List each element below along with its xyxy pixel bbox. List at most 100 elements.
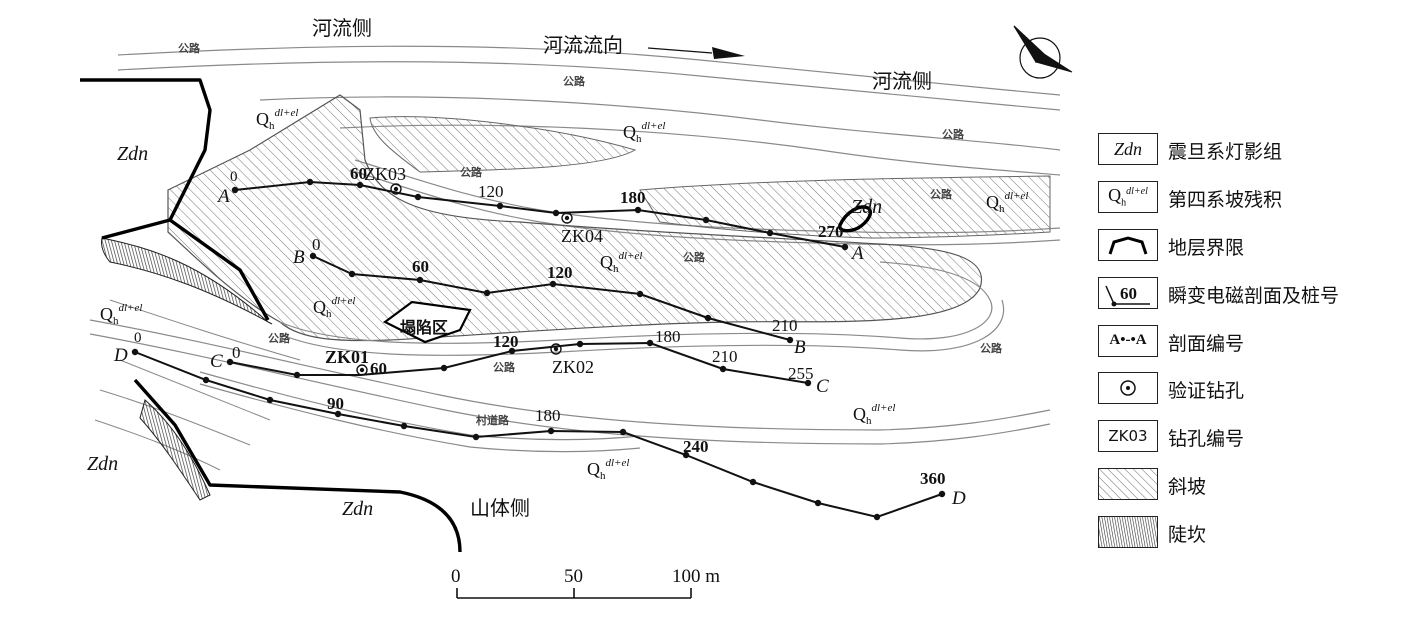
road-label-7: 公路: [980, 341, 1003, 355]
borehole-zk01-icon: [356, 364, 368, 376]
collapse-zone-outline: [382, 300, 472, 344]
road-label-2: 公路: [563, 74, 586, 88]
legend-label-slope: 斜坡: [1168, 476, 1207, 499]
profile-a-station-270: 270: [818, 222, 844, 241]
profile-c-station-0: 0: [232, 343, 241, 362]
river-side-left-label: 河流侧: [312, 16, 372, 40]
strata-boundaries: [80, 78, 873, 553]
profile-a-station-180: 180: [620, 188, 646, 207]
borehole-zk03-icon: [390, 183, 402, 195]
profile-a-station-0: 0: [230, 169, 238, 185]
legend-item-boundary: 地层界限: [1098, 228, 1398, 263]
profile-d-station-360: 360: [920, 469, 946, 488]
legend-item-tem-profile: 60 瞬变电磁剖面及桩号: [1098, 276, 1398, 311]
legend-label-borehole-id: 钻孔编号: [1168, 428, 1245, 451]
profile-c-station-180: 180: [655, 327, 681, 346]
profile-a-end-label: A: [850, 243, 864, 264]
boundary-line-icon: [1098, 228, 1158, 261]
scarp-hatch-icon: [1098, 516, 1158, 549]
legend-item-profile-id: A•-•A 剖面编号: [1098, 324, 1398, 359]
svg-text:Qhdl+el: Qhdl+el: [623, 120, 665, 145]
svg-text:Qhdl+el: Qhdl+el: [600, 250, 642, 275]
profile-d-start-label: D: [113, 345, 128, 366]
legend-label-quaternary: 第四系坡残积: [1168, 188, 1283, 211]
profile-b-line: [312, 255, 791, 341]
profile-b-station-60: 60: [412, 257, 429, 276]
river-side-right-label: 河流侧: [872, 69, 932, 93]
upper-slope: [369, 116, 637, 173]
road-label-3: 公路: [942, 127, 965, 141]
scale-label-100m: 100 m: [672, 566, 720, 587]
zdn-label-3: Zdn: [87, 453, 118, 475]
profile-a-start-label: A: [216, 186, 230, 207]
scale-bar: [456, 588, 692, 599]
quaternary-labels: Qhdl+el Qhdl+el Qhdl+el Qhdl+el Qhdl+el …: [100, 107, 1028, 482]
profile-c-station-255: 255: [788, 364, 814, 383]
borehole-zk04-icon: [561, 212, 573, 224]
north-arrow-icon: [1013, 25, 1073, 79]
legend-label-boundary: 地层界限: [1168, 236, 1245, 259]
profile-d-station-240: 240: [683, 437, 709, 456]
profile-b-start-label: B: [293, 247, 305, 268]
slope-hatch-icon: [1098, 468, 1158, 501]
mountain-side-label: 山体侧: [470, 496, 530, 520]
collapse-zone-label: 塌陷区: [400, 318, 448, 337]
profile-a-station-120: 120: [478, 182, 504, 201]
road-label-1: 公路: [178, 41, 201, 55]
profile-c-station-120: 120: [493, 332, 519, 351]
scale-label-50: 50: [564, 566, 583, 587]
borehole-zk01-label: ZK01: [325, 347, 369, 367]
borehole-markers: [356, 183, 573, 376]
zdn-label-2: Zdn: [851, 196, 882, 218]
svg-text:60: 60: [1120, 284, 1137, 303]
svg-text:Qhdl+el: Qhdl+el: [100, 302, 142, 327]
profile-b-station-0: 0: [312, 235, 321, 254]
village-road-label: 村道路: [476, 413, 510, 427]
road-label-8: 公路: [268, 331, 291, 345]
road-label-6: 公路: [683, 250, 706, 264]
svg-text:Qhdl+el: Qhdl+el: [256, 107, 298, 132]
legend-symbol-zdn: Zdn: [1098, 133, 1158, 165]
svg-text:Qhdl+el: Qhdl+el: [853, 402, 895, 427]
legend-item-slope: 斜坡: [1098, 468, 1398, 502]
legend-label-borehole: 验证钻孔: [1168, 380, 1245, 403]
svg-text:Qhdl+el: Qhdl+el: [986, 190, 1028, 215]
borehole-circle-icon: [1098, 372, 1158, 405]
map-canvas: 塌陷区 ZK03 ZK04 ZK01 ZK02 0 60 120 180 270…: [80, 16, 1073, 599]
borehole-zk02-icon: [550, 343, 562, 355]
legend-item-quaternary: Qhdl+el 第四系坡残积: [1098, 180, 1398, 215]
flow-direction-label: 河流流向: [543, 33, 623, 57]
legend-symbol-profile-id: A•-•A: [1098, 324, 1158, 357]
profile-d-end-label: D: [951, 488, 966, 509]
borehole-zk02-label: ZK02: [552, 357, 594, 377]
profile-c-end-label: C: [816, 376, 829, 397]
profile-b-station-120: 120: [547, 263, 573, 282]
profile-c-station-210: 210: [712, 347, 738, 366]
legend-symbol-quaternary: Qhdl+el: [1098, 180, 1158, 213]
profile-d-station-90: 90: [327, 394, 344, 413]
profile-d-station-180: 180: [535, 406, 561, 425]
scale-label-0: 0: [451, 566, 461, 587]
borehole-zk04-label: ZK04: [561, 226, 603, 246]
legend-label-tem-profile: 瞬变电磁剖面及桩号: [1168, 284, 1340, 307]
profile-c-start-label: C: [210, 351, 223, 372]
loop-road: [279, 261, 993, 344]
svg-text:Qhdl+el: Qhdl+el: [313, 295, 355, 320]
svg-text:Qhdl+el: Qhdl+el: [587, 457, 629, 482]
tem-profile-icon: 60: [1098, 276, 1158, 309]
legend-label-scarp: 陡坎: [1168, 524, 1207, 547]
scarp-upper: [101, 237, 273, 325]
flow-direction-arrow: [647, 47, 745, 59]
legend-label-profile-id: 剖面编号: [1168, 332, 1245, 355]
profile-b-station-210: 210: [772, 316, 798, 335]
main-slope: [167, 94, 983, 342]
profile-a-station-60: 60: [350, 164, 367, 183]
profile-c-station-60: 60: [370, 359, 387, 378]
profile-a-line: [234, 180, 846, 248]
zdn-label-4: Zdn: [342, 498, 373, 520]
legend-label-zdn: 震旦系灯影组: [1168, 141, 1283, 163]
legend-item-borehole: 验证钻孔: [1098, 372, 1398, 406]
legend-item-zdn: Zdn 震旦系灯影组: [1098, 133, 1398, 167]
profile-stations: [131, 178, 946, 521]
